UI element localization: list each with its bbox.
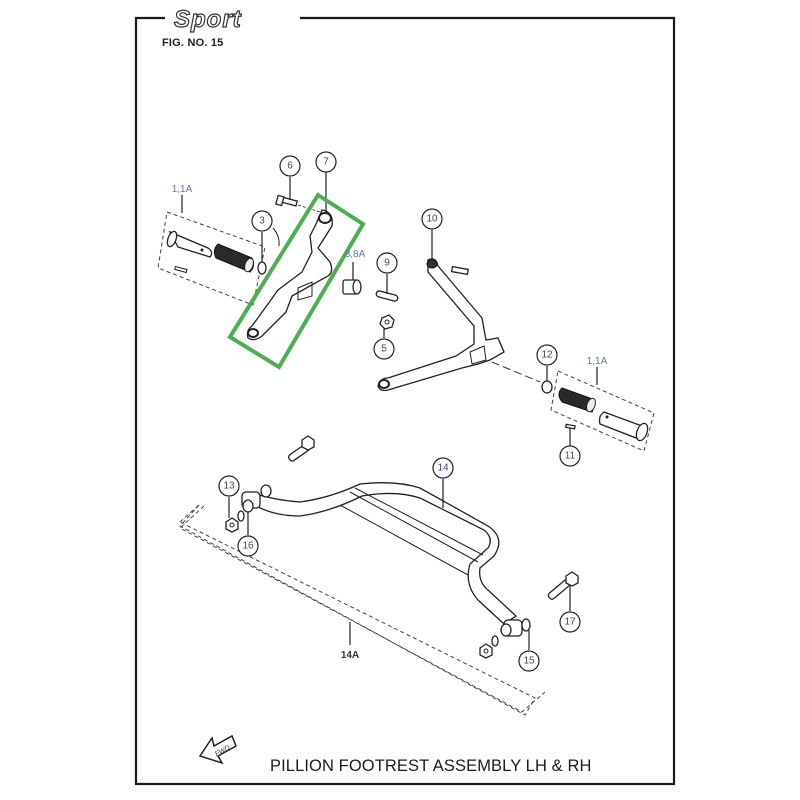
part-11-split-pin: 11 [559,423,581,467]
diagram-caption: PILLION FOOTREST ASSEMBLY LH & RH [270,757,592,775]
left-split-pin [174,265,188,274]
balloon-17 [559,611,581,633]
balloon-11 [559,445,581,467]
part-label-1-1a-right: 1,1A [587,356,608,367]
part-number-3: 3 [259,216,265,227]
left-footrest-pin [166,230,213,258]
part-14a-assembly-outline: 14A [179,505,546,713]
balloon-9 [376,252,398,274]
balloon-15 [518,650,540,672]
figure-number: FIG. NO. 15 [162,37,224,49]
part-number-14: 14 [437,463,449,474]
balloon-5 [373,338,395,360]
part-10-footrest-bracket-rh: 10 [377,208,541,392]
part-number-9: 9 [384,258,390,269]
part-3-washer: 3 [251,210,280,275]
left-nut-washer-set: 13 16 [218,475,259,557]
left-footrest-group: 1,1A [157,184,266,306]
highlight-box-part-7 [227,192,366,370]
part-number-11: 11 [565,451,576,462]
part-number-16: 16 [242,541,254,552]
fwd-direction-arrow: FWD [198,734,237,765]
balloon-6 [279,155,301,177]
grab-rail-bolt-top [287,435,315,462]
balloon-12 [536,344,558,366]
sport-logo: Sport [173,5,242,33]
rail-dashed-outline [179,503,536,716]
arrow-left-icon [198,734,237,765]
balloon-13 [218,475,240,497]
left-footrest-dashed-outline [157,211,266,306]
balloon-10 [421,208,443,230]
part-6-bolt: 6 [275,155,321,213]
balloon-16 [237,535,259,557]
part-label-14a: 14A [341,650,359,661]
part-17-bolt: 17 [547,571,581,633]
part-7-footrest-bracket-lh: 7 [246,151,337,341]
page-frame [134,16,676,786]
part-8-bush: 8,8A [342,249,366,295]
part-number-6: 6 [287,161,293,172]
part-12-washer: 12 [536,344,558,394]
part-number-15: 15 [523,656,535,667]
part-number-17: 17 [564,617,576,628]
part-9-pin: 9 [375,252,399,302]
right-footrest-pin [598,411,649,442]
part-number-5: 5 [381,344,387,355]
part-number-13: 13 [223,481,235,492]
part-number-7: 7 [323,157,329,168]
part-14-pillion-rail: 14 [179,457,536,716]
right-footrest-rubber [558,387,596,413]
right-nut-washer-set: 15 [479,618,540,672]
part-number-10: 10 [426,214,438,225]
part-label-1-1a-left: 1,1A [172,184,193,195]
part-number-12: 12 [541,350,553,361]
balloon-14 [432,457,454,479]
part-5-nut: 5 [373,314,395,360]
leader-3-curve [272,227,280,247]
balloon-7 [315,151,337,173]
balloon-3 [251,210,273,232]
brand-logo-text: Sport [174,6,242,33]
right-footrest-group: 1,1A [550,356,655,452]
left-footrest-rubber [213,243,255,273]
part-label-8-8a: 8,8A [345,249,366,260]
